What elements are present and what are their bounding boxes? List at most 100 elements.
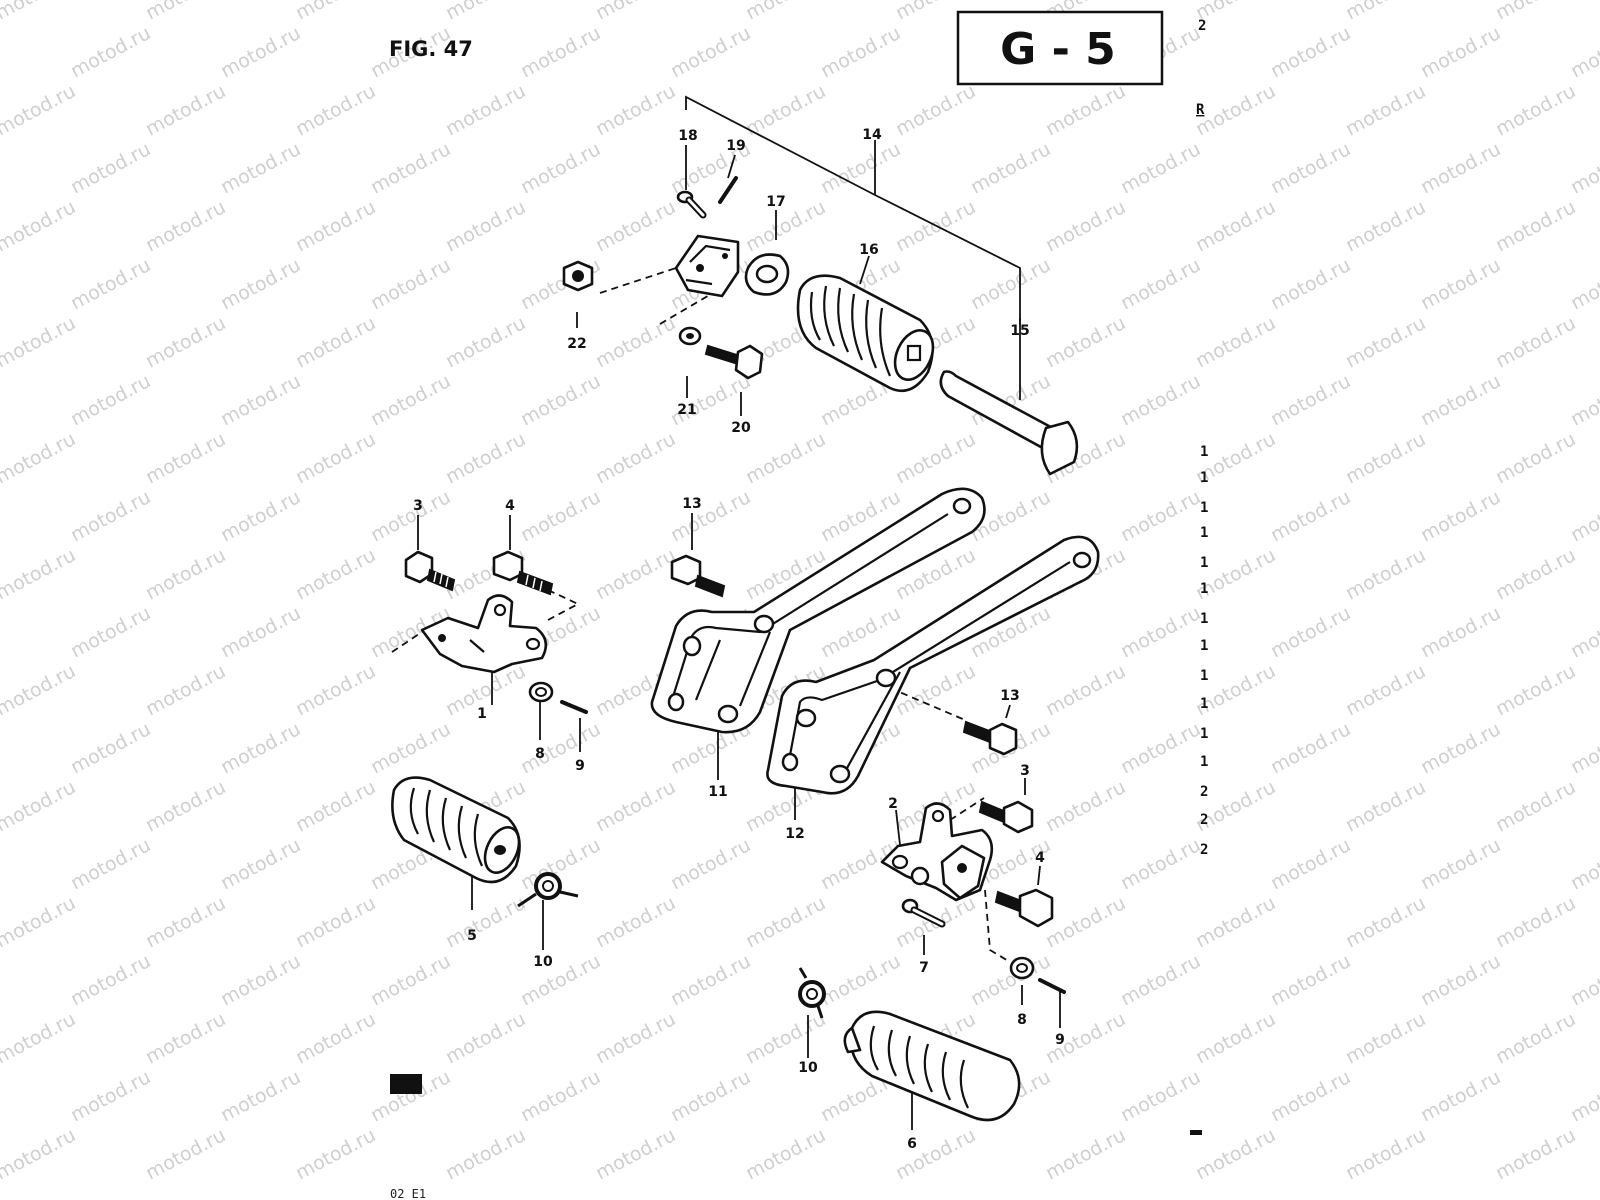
corner-mark [390,1074,422,1094]
watermark-text: motod.ru [292,660,379,720]
svg-text:2: 2 [1200,784,1208,800]
callout-8-right: 8 [1017,1012,1027,1028]
watermark-text: motod.ru [142,312,229,372]
watermark-text: motod.ru [1342,660,1429,720]
watermark-text: motod.ru [0,776,79,836]
watermark-text: motod.ru [442,196,529,256]
watermark-text: motod.ru [0,950,4,1010]
callout-14: 14 [862,127,882,143]
watermark-text: motod.ru [592,196,679,256]
watermark-text: motod.ru [1417,718,1504,778]
watermark-text: motod.ru [142,544,229,604]
svg-text:1: 1 [1200,581,1208,597]
spring-10-left [517,872,579,908]
svg-text:1: 1 [1200,500,1208,516]
watermark-text: motod.ru [667,834,754,894]
watermark-text: motod.ru [367,486,454,546]
watermark-text: motod.ru [1117,254,1204,314]
callout-5: 5 [467,928,477,944]
watermark-text: motod.ru [67,834,154,894]
callout-7: 7 [919,960,929,976]
bolt-13-lower [962,720,1018,756]
watermark-text: motod.ru [1117,718,1204,778]
footrest-5 [391,776,521,884]
watermark-text: motod.ru [1042,660,1129,720]
watermark-text: motod.ru [442,312,529,372]
watermark-text: motod.ru [367,254,454,314]
watermark-text: motod.ru [67,138,154,198]
watermark-text: motod.ru [742,80,829,140]
callout-3-right: 3 [1020,763,1030,779]
watermark-text: motod.ru [1342,544,1429,604]
watermark-text: motod.ru [142,660,229,720]
footrest-6 [843,1010,1021,1122]
watermark-text: motod.ru [592,428,679,488]
footrest-holder [674,234,740,298]
callout-11: 11 [708,784,727,800]
watermark-text: motod.ru [0,1008,79,1068]
washer-plate-17 [744,253,790,296]
footrest-shaft-15 [939,370,1079,476]
watermark-text: motod.ru [1567,1066,1600,1126]
watermark-text: motod.ru [292,0,379,24]
washer-21 [678,326,702,346]
watermark-text: motod.ru [517,950,604,1010]
watermark-text: motod.ru [1192,80,1279,140]
watermark-text: motod.ru [142,0,229,24]
watermark-text: motod.ru [1342,1124,1429,1184]
watermark-text: motod.ru [1492,776,1579,836]
watermark-text: motod.ru [217,138,304,198]
watermark-text: motod.ru [1117,486,1204,546]
callout-16: 16 [859,242,878,258]
watermark-text: motod.ru [1042,196,1129,256]
watermark-text: motod.ru [367,950,454,1010]
watermark-text: motod.ru [1342,80,1429,140]
watermark-text: motod.ru [1417,602,1504,662]
watermark-text: motod.ru [517,1066,604,1126]
cotter-pin-19 [718,176,738,204]
watermark-text: motod.ru [1342,776,1429,836]
callout-9-upper: 9 [575,758,585,774]
watermark-text: motod.ru [217,254,304,314]
watermark-text: motod.ru [1492,660,1579,720]
washer-8-right [1009,956,1035,980]
watermark-text: motod.ru [0,834,4,894]
svg-text:R: R [1196,102,1205,118]
watermark-text: motod.ru [0,1066,4,1126]
watermark-text: motod.ru [442,892,529,952]
watermark-text: motod.ru [67,486,154,546]
watermark-text: motod.ru [0,0,79,24]
watermark-text: motod.ru [892,1124,979,1184]
watermark-text: motod.ru [292,80,379,140]
svg-text:1: 1 [1200,726,1208,742]
watermark-text: motod.ru [217,718,304,778]
bolt-3-right [978,800,1034,834]
figure-code: G - 5 [1000,24,1116,75]
watermark-text: motod.ru [592,892,679,952]
svg-text:1: 1 [1200,638,1208,654]
watermark-text: motod.ru [367,370,454,430]
watermark-text: motod.ru [967,138,1054,198]
watermark-text: motod.ru [742,1124,829,1184]
watermark-text: motod.ru [1117,1066,1204,1126]
watermark-text: motod.ru [292,1008,379,1068]
edge-dash [1190,1130,1202,1135]
watermark-text: motod.ru [0,718,4,778]
watermark-text: motod.ru [1567,834,1600,894]
callout-21: 21 [677,402,696,418]
watermark-text: motod.ru [0,428,79,488]
watermark-text: motod.ru [0,370,4,430]
watermark-text: motod.ru [217,950,304,1010]
watermark-text: motod.ru [442,1124,529,1184]
watermark-text: motod.ru [142,196,229,256]
watermark-text: motod.ru [517,486,604,546]
watermark-text: motod.ru [1492,0,1579,24]
watermark-text: motod.ru [517,718,604,778]
watermark-text: motod.ru [592,776,679,836]
callout-9-right: 9 [1055,1032,1065,1048]
watermark-text: motod.ru [1492,312,1579,372]
watermark-text: motod.ru [217,834,304,894]
pin-7 [901,898,946,928]
callout-19: 19 [726,138,745,154]
watermark-text: motod.ru [1492,892,1579,952]
